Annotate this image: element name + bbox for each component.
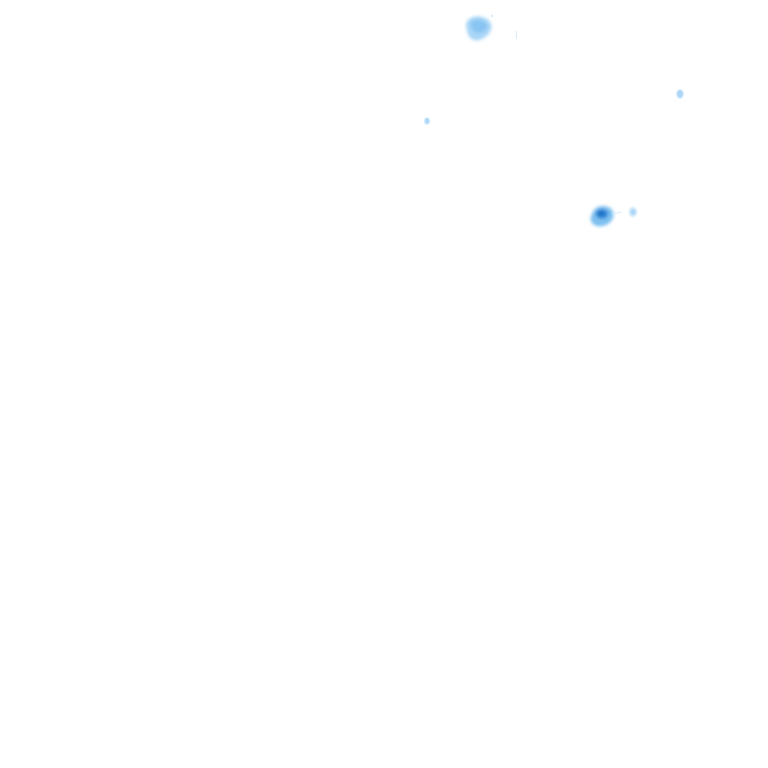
precipitation-cell-northeast: [676, 89, 684, 99]
precipitation-cell-west: [424, 117, 430, 125]
precipitation-cell-east-tail: [611, 211, 623, 215]
precipitation-cell-east-satellite: [628, 206, 638, 218]
precipitation-speck-north-dot: [490, 14, 494, 18]
precipitation-cell-north: [466, 16, 492, 41]
precipitation-cell-east-core: [590, 206, 614, 227]
precipitation-speck-north-tail: [516, 31, 517, 39]
